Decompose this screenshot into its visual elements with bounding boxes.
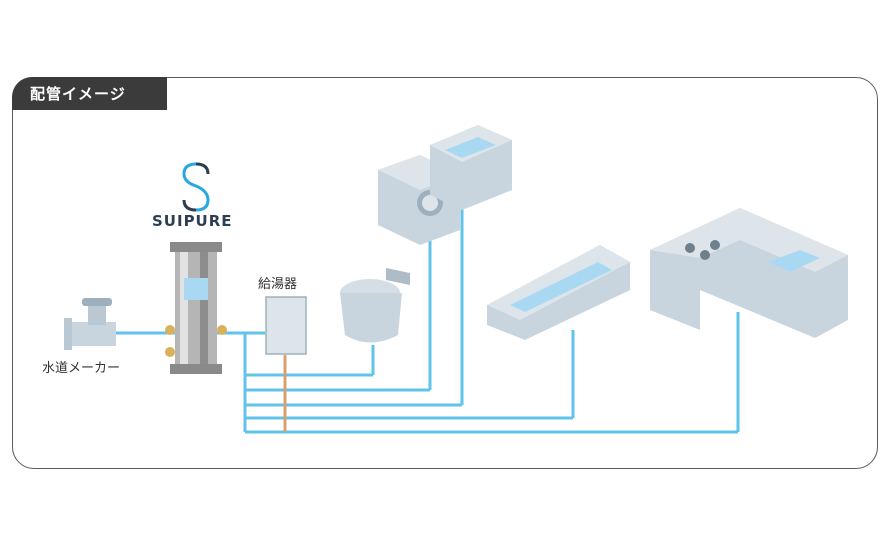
water-heater-icon — [265, 296, 307, 355]
diagram-frame — [12, 77, 878, 469]
filter-cylinder-icon — [165, 242, 227, 374]
water-heater-label: 給湯器 — [258, 277, 298, 292]
washbasin-icon — [430, 125, 512, 210]
bathtub-icon — [487, 245, 630, 340]
brand-name: SUIPURE — [152, 212, 233, 230]
water-meter-label: 水道メーカー — [42, 361, 121, 376]
suipure-logo-icon — [182, 162, 210, 212]
toilet-icon — [340, 268, 410, 343]
diagram-title: 配管イメージ — [12, 77, 167, 110]
kitchen-icon — [650, 208, 848, 338]
faucet-icon — [64, 298, 116, 350]
water-pipes — [110, 205, 740, 434]
